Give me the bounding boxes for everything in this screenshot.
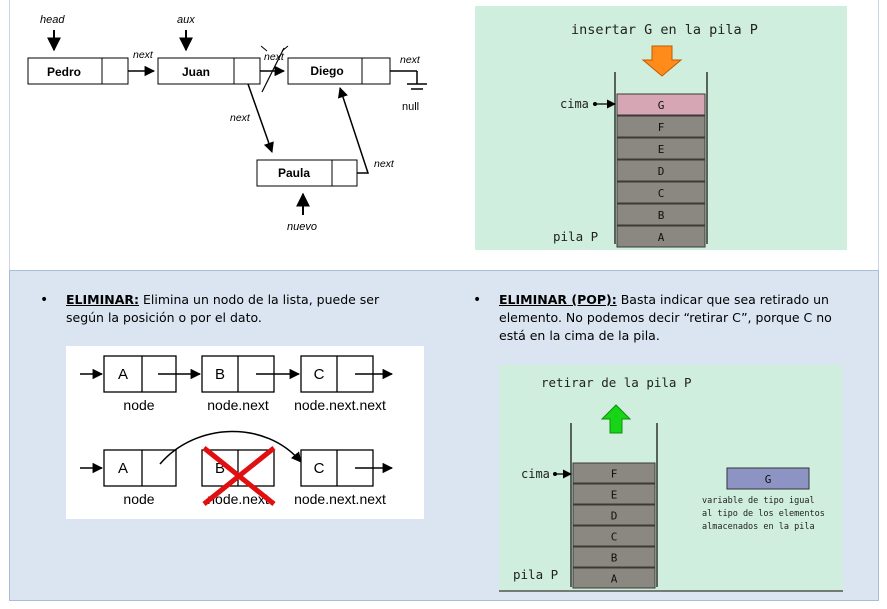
- node-diego: Diego: [287, 57, 391, 85]
- list-insert-diagram: head aux Pedro next Juan next Diego next…: [27, 14, 427, 233]
- pop-note-2: al tipo de los elementos: [702, 509, 825, 519]
- svg-text:next: next: [400, 54, 421, 66]
- eliminar-label: ELIMINAR:: [66, 292, 140, 307]
- pop-note-1: variable de tipo igual: [702, 496, 815, 506]
- pop-item-e: E: [572, 483, 656, 505]
- svg-text:A: A: [118, 366, 128, 383]
- push-item-g: G: [616, 93, 706, 116]
- head-label: head: [40, 14, 65, 26]
- svg-text:Juan: Juan: [182, 65, 210, 79]
- svg-text:F: F: [611, 468, 618, 481]
- svg-text:G: G: [658, 99, 665, 112]
- delete-cross-icon: [202, 446, 276, 506]
- pop-item-b: B: [572, 546, 656, 568]
- svg-text:C: C: [314, 460, 325, 477]
- svg-text:Pedro: Pedro: [47, 65, 81, 79]
- popped-variable: G: [726, 467, 810, 490]
- svg-text:B: B: [658, 209, 665, 222]
- svg-text:node.next.next: node.next.next: [294, 491, 386, 507]
- svg-text:next: next: [374, 158, 395, 170]
- node-pedro: Pedro: [27, 57, 129, 85]
- push-footer: pila P: [553, 229, 598, 244]
- svg-text:F: F: [658, 121, 665, 134]
- node-juan: Juan: [157, 57, 261, 85]
- bullet-dot: •: [40, 292, 49, 308]
- eliminar-pop-label: ELIMINAR (POP):: [499, 292, 617, 307]
- push-item-e: E: [616, 137, 706, 160]
- pop-note-3: almacenados en la pila: [702, 522, 815, 532]
- push-item-c: C: [616, 181, 706, 204]
- push-item-b: B: [616, 203, 706, 226]
- push-title: insertar G en la pila P: [571, 22, 758, 38]
- pop-footer: pila P: [513, 567, 558, 582]
- svg-text:B: B: [215, 366, 225, 383]
- push-item-a: A: [616, 225, 706, 248]
- svg-text:node: node: [123, 397, 154, 413]
- bullet-dot: •: [473, 292, 482, 308]
- svg-text:C: C: [658, 187, 665, 200]
- node-a2: A: [103, 449, 177, 487]
- pop-item-a: A: [572, 567, 656, 589]
- svg-text:A: A: [611, 573, 618, 586]
- svg-text:node.next: node.next: [207, 491, 269, 507]
- pop-cima: cima: [521, 467, 550, 481]
- nuevo-label: nuevo: [287, 221, 317, 233]
- svg-text:D: D: [611, 510, 618, 523]
- svg-text:C: C: [314, 366, 325, 383]
- eliminar-pop-bullet: • ELIMINAR (POP): Basta indicar que sea …: [473, 292, 832, 343]
- svg-text:next: next: [230, 112, 251, 124]
- svg-text:node.next: node.next: [207, 397, 269, 413]
- svg-text:node.next.next: node.next.next: [294, 397, 386, 413]
- svg-text:G: G: [765, 473, 772, 486]
- svg-text:next: next: [133, 49, 154, 61]
- push-cima: cima: [560, 97, 589, 111]
- pop-item-f: F: [572, 462, 656, 484]
- svg-text:A: A: [658, 231, 665, 244]
- list-delete-diagram: A B C node node.next node.next.next A B …: [66, 346, 424, 519]
- svg-text:B: B: [215, 460, 225, 477]
- aux-label: aux: [177, 14, 195, 26]
- pop-title: retirar de la pila P: [541, 375, 692, 390]
- svg-text:A: A: [118, 460, 128, 477]
- svg-text:E: E: [658, 143, 665, 156]
- svg-text:next: next: [264, 51, 285, 63]
- null-label: null: [402, 101, 419, 113]
- svg-text:Diego: Diego: [310, 64, 343, 78]
- pop-item-d: D: [572, 504, 656, 526]
- push-item-f: F: [616, 115, 706, 138]
- push-item-d: D: [616, 159, 706, 182]
- svg-text:C: C: [611, 531, 618, 544]
- pop-item-c: C: [572, 525, 656, 547]
- svg-text:Paula: Paula: [278, 166, 310, 180]
- svg-text:node: node: [123, 491, 154, 507]
- svg-text:E: E: [611, 489, 618, 502]
- node-paula: Paula: [256, 159, 358, 187]
- svg-text:D: D: [658, 165, 665, 178]
- svg-text:B: B: [611, 552, 618, 565]
- eliminar-bullet: • ELIMINAR: Elimina un nodo de la lista,…: [40, 292, 380, 325]
